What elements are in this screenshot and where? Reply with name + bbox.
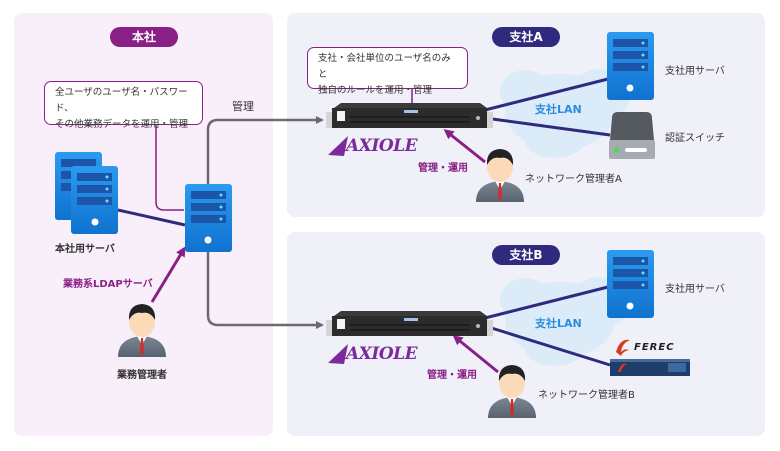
ferec-logo: FEREC (634, 342, 675, 353)
branch-a-callout-line2: 独自のルールを運用・管理 (318, 85, 433, 96)
branch-a-callout-line1: 支社・会社単位のユーザ名のみと (318, 53, 451, 80)
axiole-logo-b: AXIOLE (346, 344, 418, 364)
manage-label: 管理 (232, 100, 254, 113)
hq-server-front (71, 166, 118, 234)
branch-b-server-label: 支社用サーバ (665, 284, 725, 295)
network-admin-b-label: ネットワーク管理者B (538, 390, 635, 401)
branch-a-lan-label: 支社LAN (535, 103, 582, 116)
branch-b-lan-label: 支社LAN (535, 317, 582, 330)
hq-servers-label: 本社用サーバ (55, 244, 115, 255)
axiole-appliance-a (326, 103, 493, 128)
hq-callout-line1: 全ユーザのユーザ名・パスワード、 (55, 87, 188, 114)
axiole-mark-b (328, 344, 348, 364)
hq-callout-line2: その他業務データを運用・管理 (55, 119, 189, 130)
lan-cloud-b (500, 277, 630, 366)
branch-a-operate-label: 管理・運用 (418, 163, 468, 174)
network-admin-a-person (476, 149, 524, 202)
axiole-logo-a: AXIOLE (346, 136, 418, 156)
ldap-server (185, 184, 232, 252)
auth-switch (609, 112, 655, 159)
auth-switch-label: 認証スイッチ (665, 133, 725, 144)
business-admin-label: 業務管理者 (117, 370, 167, 381)
branch-a-server-label: 支社用サーバ (665, 66, 725, 77)
hq-title-badge: 本社 (110, 27, 178, 47)
branch-a-title-badge: 支社A (492, 27, 560, 47)
ferec-mark (616, 339, 630, 356)
axiole-appliance-b (326, 311, 493, 336)
branch-b-operate-label: 管理・運用 (427, 370, 477, 381)
branch-b-server (607, 250, 654, 318)
ferec-device (610, 359, 690, 376)
branch-a-server (607, 32, 654, 100)
business-admin-person (118, 304, 166, 357)
axiole-mark-a (328, 136, 348, 156)
network-admin-b-person (488, 365, 536, 418)
ldap-server-label: 業務系LDAPサーバ (63, 279, 153, 290)
branch-a-callout: 支社・会社単位のユーザ名のみと 独自のルールを運用・管理 (307, 47, 468, 96)
hq-callout: 全ユーザのユーザ名・パスワード、 その他業務データを運用・管理 (44, 81, 203, 130)
branch-b-title-badge: 支社B (492, 245, 560, 265)
network-admin-a-label: ネットワーク管理者A (525, 174, 622, 185)
